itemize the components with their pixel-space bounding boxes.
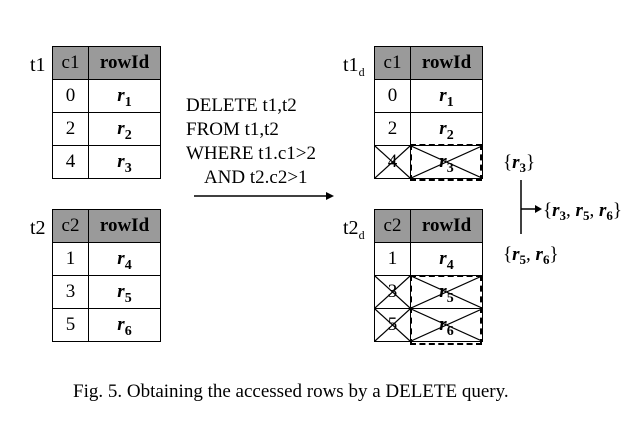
t1-rowid-cell: r1 bbox=[88, 79, 161, 113]
accessed-set-union: {r3, r5, r6} bbox=[543, 200, 622, 223]
t1-header-col: c1 bbox=[52, 46, 89, 80]
t1-header-rowid: rowId bbox=[88, 46, 161, 80]
t2d-value-cell: 5 bbox=[374, 308, 411, 342]
t2-rowid-cell: r4 bbox=[88, 242, 161, 276]
sql-line-and: AND t2.c2>1 bbox=[186, 167, 308, 188]
t2-header-rowid: rowId bbox=[88, 209, 161, 243]
t1-value-cell: 0 bbox=[52, 79, 89, 113]
t1-value-cell: 4 bbox=[52, 145, 89, 179]
sql-line-from: FROM t1,t2 bbox=[186, 119, 279, 140]
accessed-box-t1d bbox=[410, 144, 482, 181]
t2-rowid-cell: r6 bbox=[88, 308, 161, 342]
t2-header-col: c2 bbox=[52, 209, 89, 243]
t2d-rowid-cell: r6 bbox=[410, 308, 483, 342]
figure-caption: Fig. 5. Obtaining the accessed rows by a… bbox=[73, 381, 509, 402]
accessed-set-t1: {r3} bbox=[503, 152, 536, 175]
t1d-value-cell: 2 bbox=[374, 112, 411, 146]
t2-value-cell: 5 bbox=[52, 308, 89, 342]
table-label-t1d: t1d bbox=[343, 54, 365, 79]
accessed-set-t2: {r5, r6} bbox=[503, 244, 559, 267]
t2d-header-col: c2 bbox=[374, 209, 411, 243]
union-bracket bbox=[520, 180, 542, 234]
sql-line-where: WHERE t1.c1>2 bbox=[186, 143, 316, 164]
t2-value-cell: 1 bbox=[52, 242, 89, 276]
t2d-rowid-cell: r4 bbox=[410, 242, 483, 276]
t2d-value-cell: 1 bbox=[374, 242, 411, 276]
deleted-cross-mark bbox=[375, 146, 410, 178]
t1-value-cell: 2 bbox=[52, 112, 89, 146]
sql-line-delete: DELETE t1,t2 bbox=[186, 95, 297, 116]
table-label-t2: t2 bbox=[30, 217, 46, 239]
t2d-value-cell: 3 bbox=[374, 275, 411, 309]
t1d-rowid-cell: r1 bbox=[410, 79, 483, 113]
t2d-header-rowid: rowId bbox=[410, 209, 483, 243]
t2-value-cell: 3 bbox=[52, 275, 89, 309]
t1d-header-rowid: rowId bbox=[410, 46, 483, 80]
t1d-header-col: c1 bbox=[374, 46, 411, 80]
t1d-value-cell: 4 bbox=[374, 145, 411, 179]
sql-query: DELETE t1,t2 FROM t1,t2 WHERE t1.c1>2 AN… bbox=[186, 94, 316, 190]
table-label-t1: t1 bbox=[30, 54, 46, 76]
t1-rowid-cell: r3 bbox=[88, 145, 161, 179]
deleted-cross-mark bbox=[375, 276, 410, 308]
deleted-cross-mark bbox=[375, 309, 410, 341]
t1-rowid-cell: r2 bbox=[88, 112, 161, 146]
t2-rowid-cell: r5 bbox=[88, 275, 161, 309]
table-label-t2d: t2d bbox=[343, 217, 365, 242]
t1d-value-cell: 0 bbox=[374, 79, 411, 113]
transform-arrow bbox=[194, 192, 334, 200]
t1d-rowid-cell: r2 bbox=[410, 112, 483, 146]
accessed-box-t2d bbox=[410, 275, 482, 345]
